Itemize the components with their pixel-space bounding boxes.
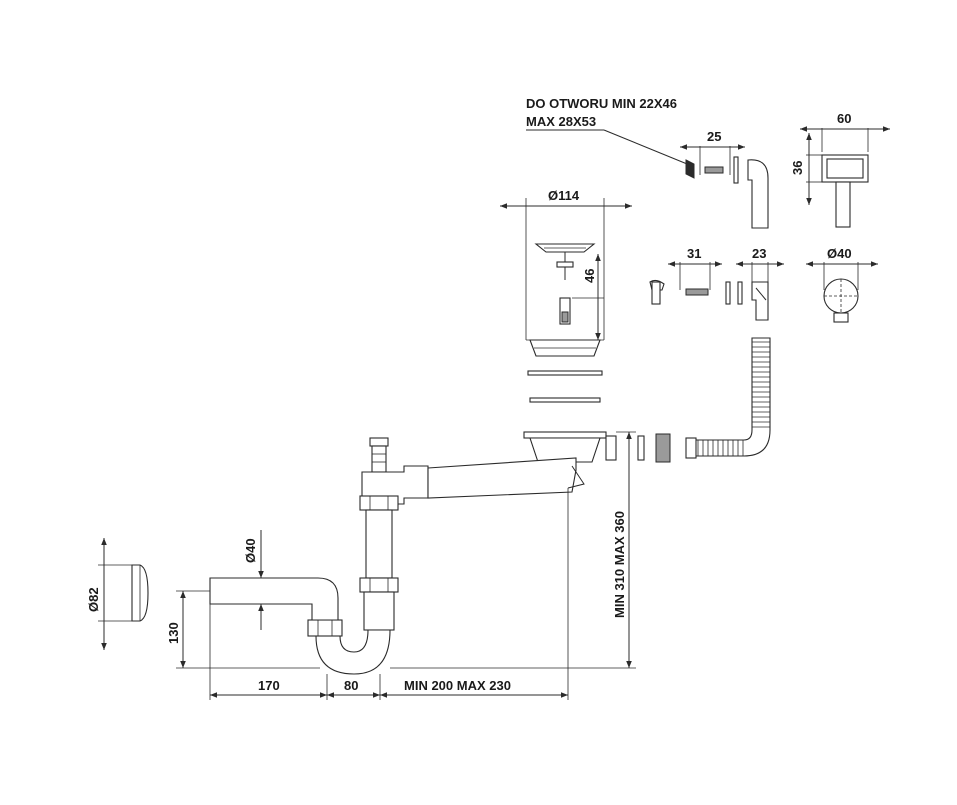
note-line-1: DO OTWORU MIN 22X46 [526, 96, 677, 111]
dim-label-31: 31 [687, 246, 701, 261]
overflow-mid-front-view: Ø40 [806, 246, 878, 323]
dim-label-130: 130 [166, 622, 181, 644]
dim-label-horizontal-range: MIN 200 MAX 230 [404, 678, 511, 693]
trap-top-cap [369, 437, 389, 447]
trap-lower-nut [359, 577, 399, 593]
overflow-hose-end [685, 437, 697, 459]
dim-label-23: 23 [752, 246, 766, 261]
dim-label-40-pipe: Ø40 [243, 538, 258, 563]
trap-top-stub [371, 445, 387, 473]
trap-vertical-pipe [365, 509, 393, 579]
horizontal-drain-pipe [427, 457, 577, 499]
trap-lower-pipe [363, 591, 395, 631]
strainer-washer-1 [527, 370, 603, 376]
dim-label-vertical-range: MIN 310 MAX 360 [612, 511, 627, 618]
dim-label-82: Ø82 [86, 587, 101, 612]
dim-label-80: 80 [344, 678, 358, 693]
dim-label-46: 46 [582, 269, 597, 283]
overflow-elbow [747, 159, 769, 229]
strainer-body-flange [523, 431, 607, 439]
side-nut [655, 433, 671, 463]
overflow-hose-ribs [697, 341, 770, 456]
overflow-washer [733, 156, 739, 184]
overflow-mid-washer-2 [737, 281, 743, 305]
strainer-washer-2 [529, 397, 601, 403]
trap-side-nut [307, 619, 343, 637]
dim-label-40-overflow: Ø40 [827, 246, 852, 261]
overflow-screw [704, 166, 724, 174]
trap-upper-nut [359, 495, 399, 511]
dim-label-114: Ø114 [548, 188, 580, 203]
overflow-mid-screw [685, 288, 709, 296]
outlet-elbow-pipe [209, 577, 339, 621]
overflow-hole-note: DO OTWORU MIN 22X46 MAX 28X53 [526, 96, 693, 167]
trap-assembly [209, 437, 585, 700]
dim-label-60: 60 [837, 111, 851, 126]
outlet-height-dimension: 130 [166, 590, 320, 669]
overflow-mid-washer-1 [725, 281, 731, 305]
overflow-mid-side-view: 31 23 [649, 246, 784, 321]
bottom-dimensions: 170 80 MIN 200 MAX 230 [209, 604, 568, 700]
dim-label-36: 36 [790, 161, 805, 175]
overflow-cap-plate [651, 281, 661, 305]
strainer-plunger [559, 297, 571, 325]
overflow-box-pipe [835, 181, 851, 228]
overflow-box-front-view: 60 36 [790, 111, 890, 228]
overflow-side-view: 25 [680, 129, 769, 229]
overflow-round-stub [833, 312, 849, 323]
overflow-hose [685, 337, 771, 459]
strainer-side-outlet [605, 435, 617, 461]
end-plug: Ø82 [86, 538, 149, 650]
overflow-cover-plate [685, 159, 695, 179]
side-gasket [637, 435, 645, 461]
overflow-box-inner [826, 158, 864, 179]
trap-u-bend [315, 629, 391, 675]
note-line-2: MAX 28X53 [526, 114, 596, 129]
strainer-body [529, 437, 601, 463]
overflow-mid-body [751, 281, 769, 321]
pipe-diameter-dimension: Ø40 [243, 530, 264, 630]
dim-label-170: 170 [258, 678, 280, 693]
dim-label-25: 25 [707, 129, 721, 144]
note-leader [603, 129, 693, 167]
vertical-range-dimension: MIN 310 MAX 360 [390, 431, 636, 669]
strainer-assembly: Ø114 46 [500, 188, 671, 463]
